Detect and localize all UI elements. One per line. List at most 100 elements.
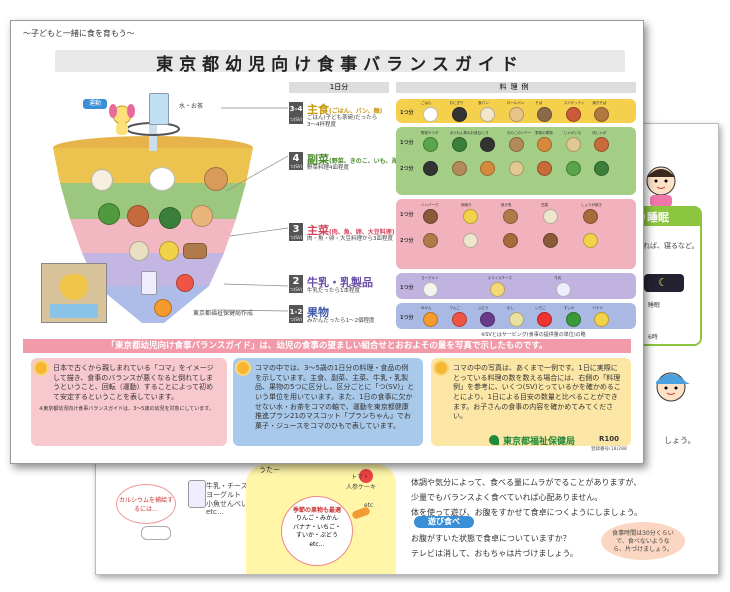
example-food-label: おにぎり: [449, 101, 464, 105]
seasonal-title: 季節の果物も最適: [292, 507, 341, 514]
example-food-label: じゃがいも: [563, 131, 582, 135]
example-food-label: 焼きそば: [592, 101, 607, 105]
sun-icon: [237, 362, 249, 374]
author-label: 東京都福祉保健局作成: [193, 310, 254, 317]
group-subtitle: (野菜、きのこ、いも、海藻料理): [329, 158, 419, 165]
example-food-icon: [480, 312, 496, 327]
spinach-icon: [159, 207, 181, 229]
seasonal-item: バナナ・いちご・: [292, 523, 341, 531]
footer-logo: R100: [599, 435, 620, 443]
example-food-icon: [508, 312, 524, 327]
example-food-label: いちご: [535, 306, 546, 310]
example-food-icon: [565, 161, 581, 176]
serving-count: 2: [289, 275, 303, 293]
serving-count: 1-2: [289, 305, 303, 323]
apple-icon: [176, 274, 194, 292]
example-food-icon: [537, 161, 553, 176]
group-title: 果物: [307, 306, 329, 319]
example-food-icon: [480, 161, 496, 176]
tofu-icon: [129, 241, 149, 261]
group-subtitle: (肉、魚、卵、大豆料理): [329, 229, 395, 236]
footer-code: 登録番号(18)288: [591, 447, 627, 452]
sleep-label: 睡眠: [648, 302, 661, 309]
back-line: 体を使って遊び、お腹をすかせて食卓につくようにしましょう。: [411, 508, 643, 518]
dairy-list: 牛乳・チーズ ヨーグルト 小魚せんべい etc…: [206, 482, 248, 517]
example-food-label: しょうが焼き: [581, 203, 602, 207]
example-food-icon: [594, 161, 610, 176]
example-food-label: ひじき: [478, 131, 489, 135]
example-food-icon: [503, 209, 518, 224]
example-food-icon: [583, 233, 598, 248]
example-food-label: ぶどう: [478, 306, 489, 310]
tomato-label: トマト: [351, 474, 370, 481]
seasonal-item: etc…: [309, 540, 325, 548]
group-description: みかんだったら1〜2個程度: [307, 318, 375, 324]
example-food-icon: [508, 137, 524, 152]
seasonal-item: すいか・ぶどう: [295, 532, 338, 540]
serving-unit: つ(SV): [289, 164, 303, 169]
serving-count: 3-4: [289, 102, 303, 124]
back-line: 少量でもバランスよく食べていれば心配ありません。: [411, 493, 603, 503]
banner: 「東京都幼児向け食事バランスガイド」は、幼児の食事の望ましい組合せとおおよその量…: [23, 339, 631, 353]
example-food-icon: [543, 233, 558, 248]
group-description: 野菜料理4皿程度: [307, 165, 349, 171]
example-food-icon: [451, 137, 467, 152]
info-box-photos: コマの中の写真は、あくまで一例です。1日に実際にとっている料理の数を数える場合に…: [431, 358, 631, 446]
seasonal-item: りんご・みかん: [295, 515, 338, 523]
example-food-label: なし: [506, 306, 514, 310]
rice-icon: [149, 167, 175, 191]
example-food-label: ほうれん草のお浸し: [449, 131, 482, 135]
back-line: 体調や気分によって、食べる量にムラがでることがありますが、: [411, 478, 642, 487]
example-food-label: スパゲッティ: [563, 101, 585, 105]
tomato-icon: [359, 469, 373, 483]
example-food-label: ハンバーグ: [421, 203, 439, 207]
dairy-item: etc…: [206, 508, 224, 517]
back-text: 体調や気分によって、食べる量にムラがでることがありますが、 少量でもバランスよく…: [411, 475, 642, 521]
example-food-label: 牛乳: [554, 276, 562, 280]
sv-note: ※SVとはサービング(食事の提供量の単位)の略: [481, 332, 586, 338]
example-food-label: ごはん: [421, 101, 432, 105]
milk-bottle-icon: [188, 480, 206, 508]
bread-icon: [91, 169, 113, 191]
serving-unit: つ(SV): [289, 287, 303, 292]
example-food-icon: [594, 137, 610, 152]
example-food-icon: [423, 107, 438, 122]
example-food-label: りんご: [449, 306, 461, 310]
play-line: テレビは消して、おもちゃは片づけましょう。: [411, 549, 578, 559]
example-food-label: 食パン: [478, 101, 489, 105]
example-food-label: 肉じゃが: [592, 131, 607, 135]
example-food-label: 野菜の煮物: [535, 131, 553, 135]
right-line: しょう。: [664, 436, 696, 445]
dairy-item: ヨーグルト: [206, 490, 241, 499]
example-food-icon: [423, 209, 438, 224]
group-title: 牛乳・乳製品: [307, 276, 373, 289]
example-food-icon: [489, 282, 505, 297]
info-text-1: 日本で古くから親しまれている「コマ」をイメージして描き、食事のバランスが悪くなる…: [53, 364, 214, 401]
example-food-icon: [463, 209, 478, 224]
mascot-tag: 運動: [83, 99, 107, 109]
example-food-icon: [423, 233, 438, 248]
example-food-label: きのこのソテー: [506, 131, 532, 135]
serving-mark: 2つ分: [400, 238, 414, 244]
serving-mark: 1つ分: [400, 212, 414, 218]
serving-mark: 1つ分: [400, 140, 414, 146]
egg-icon: [159, 241, 179, 261]
time-label: 6時: [648, 334, 658, 341]
example-food-icon: [594, 312, 610, 327]
example-food-icon: [565, 137, 581, 152]
stew-icon: [127, 205, 149, 227]
water-label: 水・お茶: [179, 103, 204, 110]
dairy-item: 牛乳・チーズ: [206, 482, 248, 490]
info-text-2: コマの中では、3〜5歳の1日分の料理・食品の例を示しています。主食、副菜、主菜、…: [255, 364, 415, 430]
soup-icon: [191, 205, 213, 227]
tip-bubble: 食事時間は30分くらいで、食べないようなら、片づけましょう。: [601, 522, 685, 560]
serving-mark: 1つ分: [400, 315, 414, 321]
example-food-icon: [594, 107, 610, 122]
front-page: 〜子どもと一緒に食を育もう〜 東京都幼児向け食事バランスガイド 1日分 料理例 …: [10, 20, 644, 464]
example-food-icon: [537, 137, 553, 152]
group-title: 主菜: [307, 224, 329, 237]
dairy-item: 小魚せんべい: [206, 499, 248, 508]
bone-icon: [141, 526, 171, 540]
info-box-koma: 日本で古くから親しまれている「コマ」をイメージして描き、食事のバランスが悪くなる…: [31, 358, 227, 446]
play-line: お腹がすいた状態で食卓についていますか？: [411, 534, 571, 543]
